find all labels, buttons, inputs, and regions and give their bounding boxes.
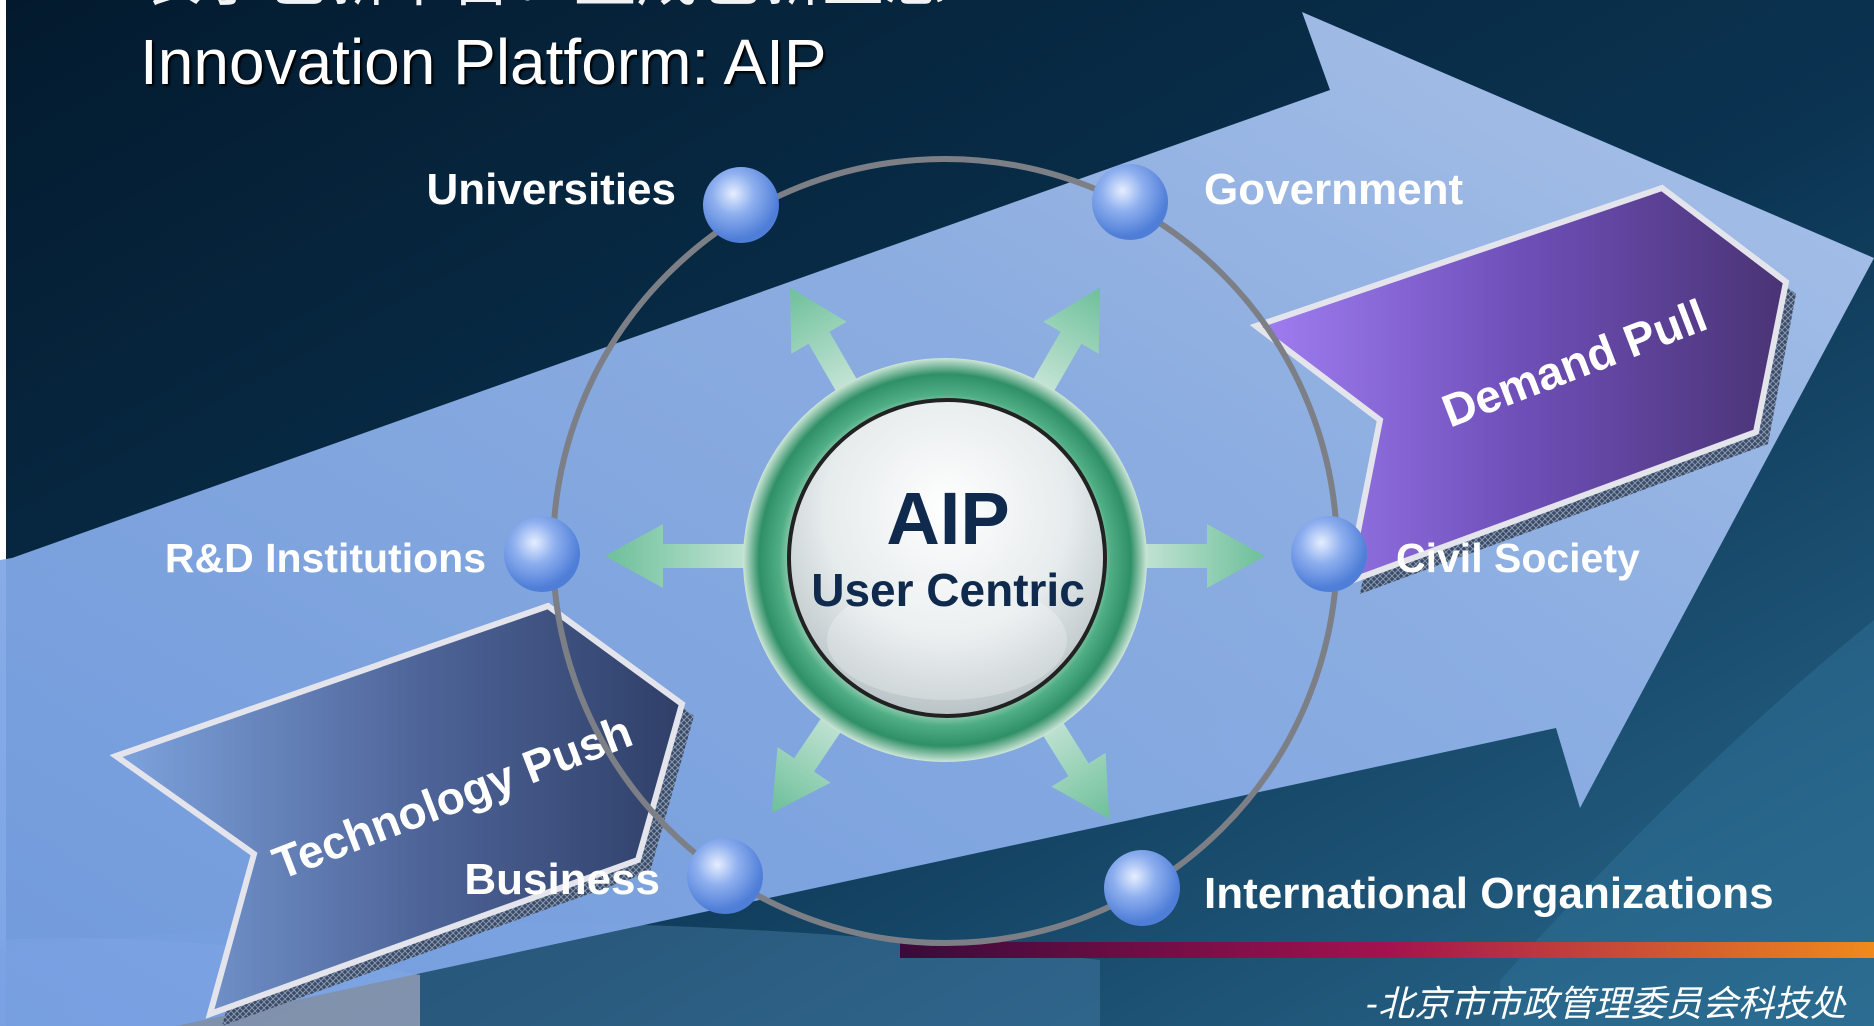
demand-pull-banner: Demand Pull bbox=[1249, 184, 1796, 594]
node-ball-civil bbox=[1291, 516, 1367, 592]
label-government: Government bbox=[1204, 165, 1464, 214]
arrow-upper-left bbox=[790, 287, 857, 391]
node-ball-government bbox=[1092, 164, 1168, 240]
center-subtitle: User Centric bbox=[811, 564, 1085, 616]
node-ball-rnd bbox=[504, 516, 580, 592]
radial-arrows bbox=[605, 287, 1265, 819]
left-edge bbox=[0, 0, 6, 1026]
node-ball-universities bbox=[703, 167, 779, 243]
node-balls bbox=[504, 164, 1367, 926]
accent-stripe bbox=[900, 942, 1874, 958]
label-universities: Universities bbox=[427, 165, 676, 214]
arrow-lower-left bbox=[771, 713, 845, 814]
background-swoosh-right bbox=[1500, 620, 1874, 1026]
node-ball-business bbox=[687, 838, 763, 914]
arrow-left bbox=[605, 524, 747, 588]
node-ball-international bbox=[1104, 850, 1180, 926]
arrow-right bbox=[1143, 524, 1265, 588]
center-title: AIP bbox=[886, 477, 1009, 560]
arrow-upper-right bbox=[1033, 287, 1100, 391]
label-business: Business bbox=[464, 855, 660, 904]
label-rnd: R&D Institutions bbox=[165, 535, 486, 581]
arrow-lower-right bbox=[1039, 717, 1110, 819]
center-hub: AIP User Centric bbox=[743, 358, 1147, 762]
technology-push-banner: Technology Push bbox=[109, 602, 694, 1026]
label-civil: Civil Society bbox=[1396, 535, 1640, 581]
footer-credit: -北京市市政管理委员会科技处 bbox=[1366, 984, 1847, 1025]
slide-title: Innovation Platform: AIP bbox=[140, 26, 827, 98]
label-international: International Organizations bbox=[1204, 869, 1774, 918]
title-cjk-partial: 农于包新平台：整成包新生态 bbox=[140, 0, 946, 14]
node-labels: Universities Government R&D Institutions… bbox=[165, 165, 1774, 918]
